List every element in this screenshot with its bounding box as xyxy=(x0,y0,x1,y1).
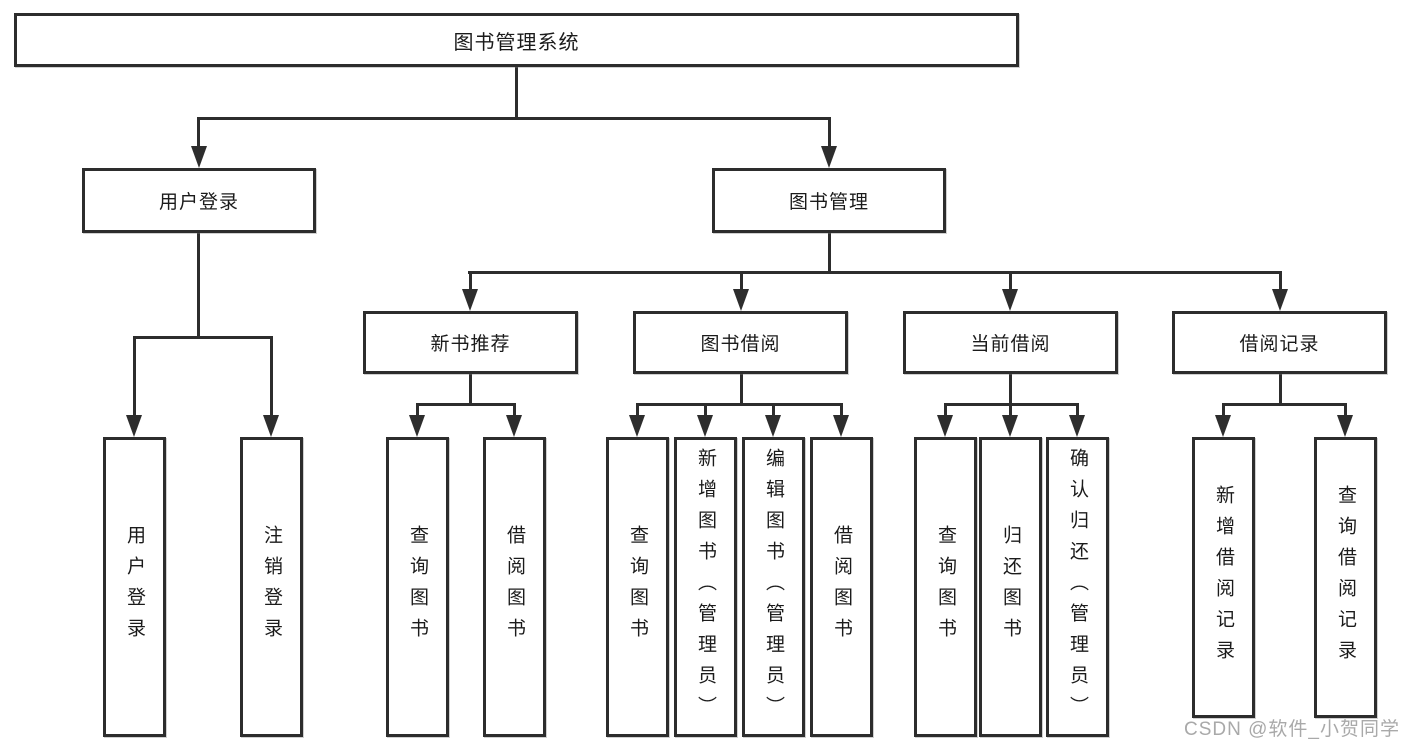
arrow-down-icon xyxy=(1337,415,1353,437)
connector xyxy=(1222,403,1225,419)
connector xyxy=(1279,374,1282,405)
connector xyxy=(704,403,707,419)
node-label: 图书借阅 xyxy=(700,334,781,355)
arrow-down-icon xyxy=(1069,415,1085,437)
connector xyxy=(133,336,136,418)
leaf-borrow-books: 借阅图书 xyxy=(810,437,873,737)
leaf-query-borrow-record: 查询借阅记录 xyxy=(1314,437,1377,718)
connector xyxy=(513,403,516,419)
arrow-down-icon xyxy=(821,146,837,168)
node-label: 编辑图书（管理员） xyxy=(763,447,784,727)
connector xyxy=(133,336,273,339)
connector xyxy=(840,403,843,419)
node-label: 查询借阅记录 xyxy=(1335,484,1356,671)
node-label: 用户登录 xyxy=(124,525,145,649)
leaf-add-book-admin: 新增图书（管理员） xyxy=(674,437,737,737)
node-current-borrow: 当前借阅 xyxy=(903,311,1118,374)
arrow-down-icon xyxy=(126,415,142,437)
leaf-query-books-borrow: 查询图书 xyxy=(606,437,669,737)
node-label: 新增借阅记录 xyxy=(1213,484,1234,671)
connector xyxy=(197,117,200,149)
leaf-return-book: 归还图书 xyxy=(979,437,1042,737)
connector xyxy=(416,403,419,419)
connector xyxy=(1009,374,1012,405)
node-label: 归还图书 xyxy=(1000,525,1021,649)
connector xyxy=(197,117,831,120)
node-label: 借阅图书 xyxy=(831,525,852,649)
arrow-down-icon xyxy=(697,415,713,437)
arrow-down-icon xyxy=(629,415,645,437)
leaf-borrow-books-recommend: 借阅图书 xyxy=(483,437,546,737)
arrow-down-icon xyxy=(506,415,522,437)
connector xyxy=(1009,403,1012,419)
node-label: 确认归还（管理员） xyxy=(1067,447,1088,727)
leaf-confirm-return-admin: 确认归还（管理员） xyxy=(1046,437,1109,737)
node-label: 借阅记录 xyxy=(1239,334,1320,355)
connector xyxy=(636,403,639,419)
connector xyxy=(1076,403,1079,419)
arrow-down-icon xyxy=(1002,415,1018,437)
node-label: 用户登录 xyxy=(158,192,239,213)
node-label: 注销登录 xyxy=(261,525,282,649)
node-library-system: 图书管理系统 xyxy=(14,13,1019,67)
connector xyxy=(1344,403,1347,419)
connector xyxy=(828,117,831,149)
leaf-logout: 注销登录 xyxy=(240,437,303,737)
node-label: 查询图书 xyxy=(627,525,648,649)
node-label: 查询图书 xyxy=(407,525,428,649)
connector xyxy=(416,403,516,406)
leaf-user-login: 用户登录 xyxy=(103,437,166,737)
node-label: 借阅图书 xyxy=(504,525,525,649)
connector xyxy=(740,374,743,405)
connector xyxy=(1279,271,1282,291)
connector xyxy=(1222,403,1347,406)
csdn-watermark: CSDN @软件_小贺同学 xyxy=(1184,719,1400,740)
connector xyxy=(636,403,843,406)
node-book-management: 图书管理 xyxy=(712,168,946,233)
connector xyxy=(515,66,518,119)
arrow-down-icon xyxy=(937,415,953,437)
arrow-down-icon xyxy=(409,415,425,437)
connector xyxy=(944,403,947,419)
connector xyxy=(197,233,200,338)
leaf-edit-book-admin: 编辑图书（管理员） xyxy=(742,437,805,737)
connector xyxy=(270,336,273,418)
node-user-login: 用户登录 xyxy=(82,168,316,233)
connector xyxy=(468,271,1281,274)
connector xyxy=(772,403,775,419)
arrow-down-icon xyxy=(765,415,781,437)
arrow-down-icon xyxy=(1002,289,1018,311)
node-label: 当前借阅 xyxy=(970,334,1051,355)
node-label: 图书管理系统 xyxy=(453,31,580,54)
arrow-down-icon xyxy=(833,415,849,437)
node-label: 查询图书 xyxy=(935,525,956,649)
connector xyxy=(1009,271,1012,291)
arrow-down-icon xyxy=(1272,289,1288,311)
node-label: 图书管理 xyxy=(788,192,869,213)
arrow-down-icon xyxy=(733,289,749,311)
arrow-down-icon xyxy=(191,146,207,168)
connector xyxy=(740,271,743,291)
arrow-down-icon xyxy=(263,415,279,437)
leaf-query-books-current: 查询图书 xyxy=(914,437,977,737)
node-borrow-records: 借阅记录 xyxy=(1172,311,1387,374)
arrow-down-icon xyxy=(462,289,478,311)
leaf-query-books-recommend: 查询图书 xyxy=(386,437,449,737)
leaf-add-borrow-record: 新增借阅记录 xyxy=(1192,437,1255,718)
node-label: 新增图书（管理员） xyxy=(695,447,716,727)
arrow-down-icon xyxy=(1215,415,1231,437)
connector xyxy=(469,374,472,405)
connector xyxy=(828,233,831,273)
node-label: 新书推荐 xyxy=(430,334,511,355)
node-book-borrow: 图书借阅 xyxy=(633,311,848,374)
node-new-book-recommend: 新书推荐 xyxy=(363,311,578,374)
connector xyxy=(469,271,472,291)
